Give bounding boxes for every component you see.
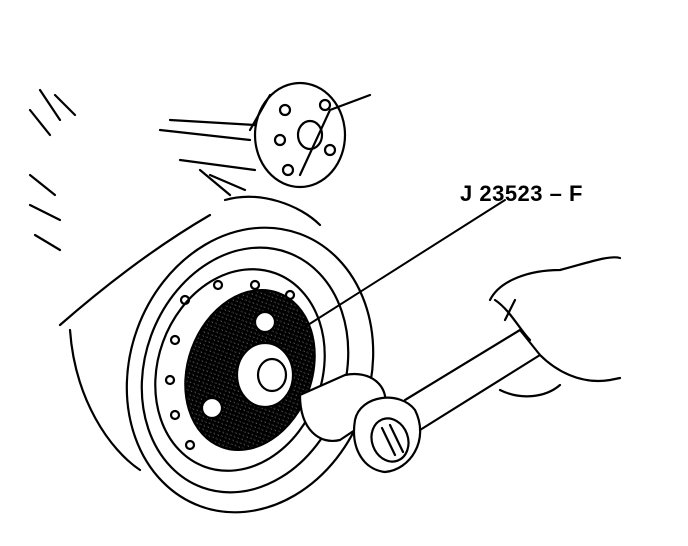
- callout-leader-line: [299, 199, 506, 331]
- upper-pulley: [253, 81, 347, 189]
- j23523-tool: [184, 288, 316, 452]
- tool-callout-label: J 23523 – F: [460, 181, 583, 206]
- ratchet-wrench: [298, 328, 542, 474]
- hand: [488, 256, 622, 398]
